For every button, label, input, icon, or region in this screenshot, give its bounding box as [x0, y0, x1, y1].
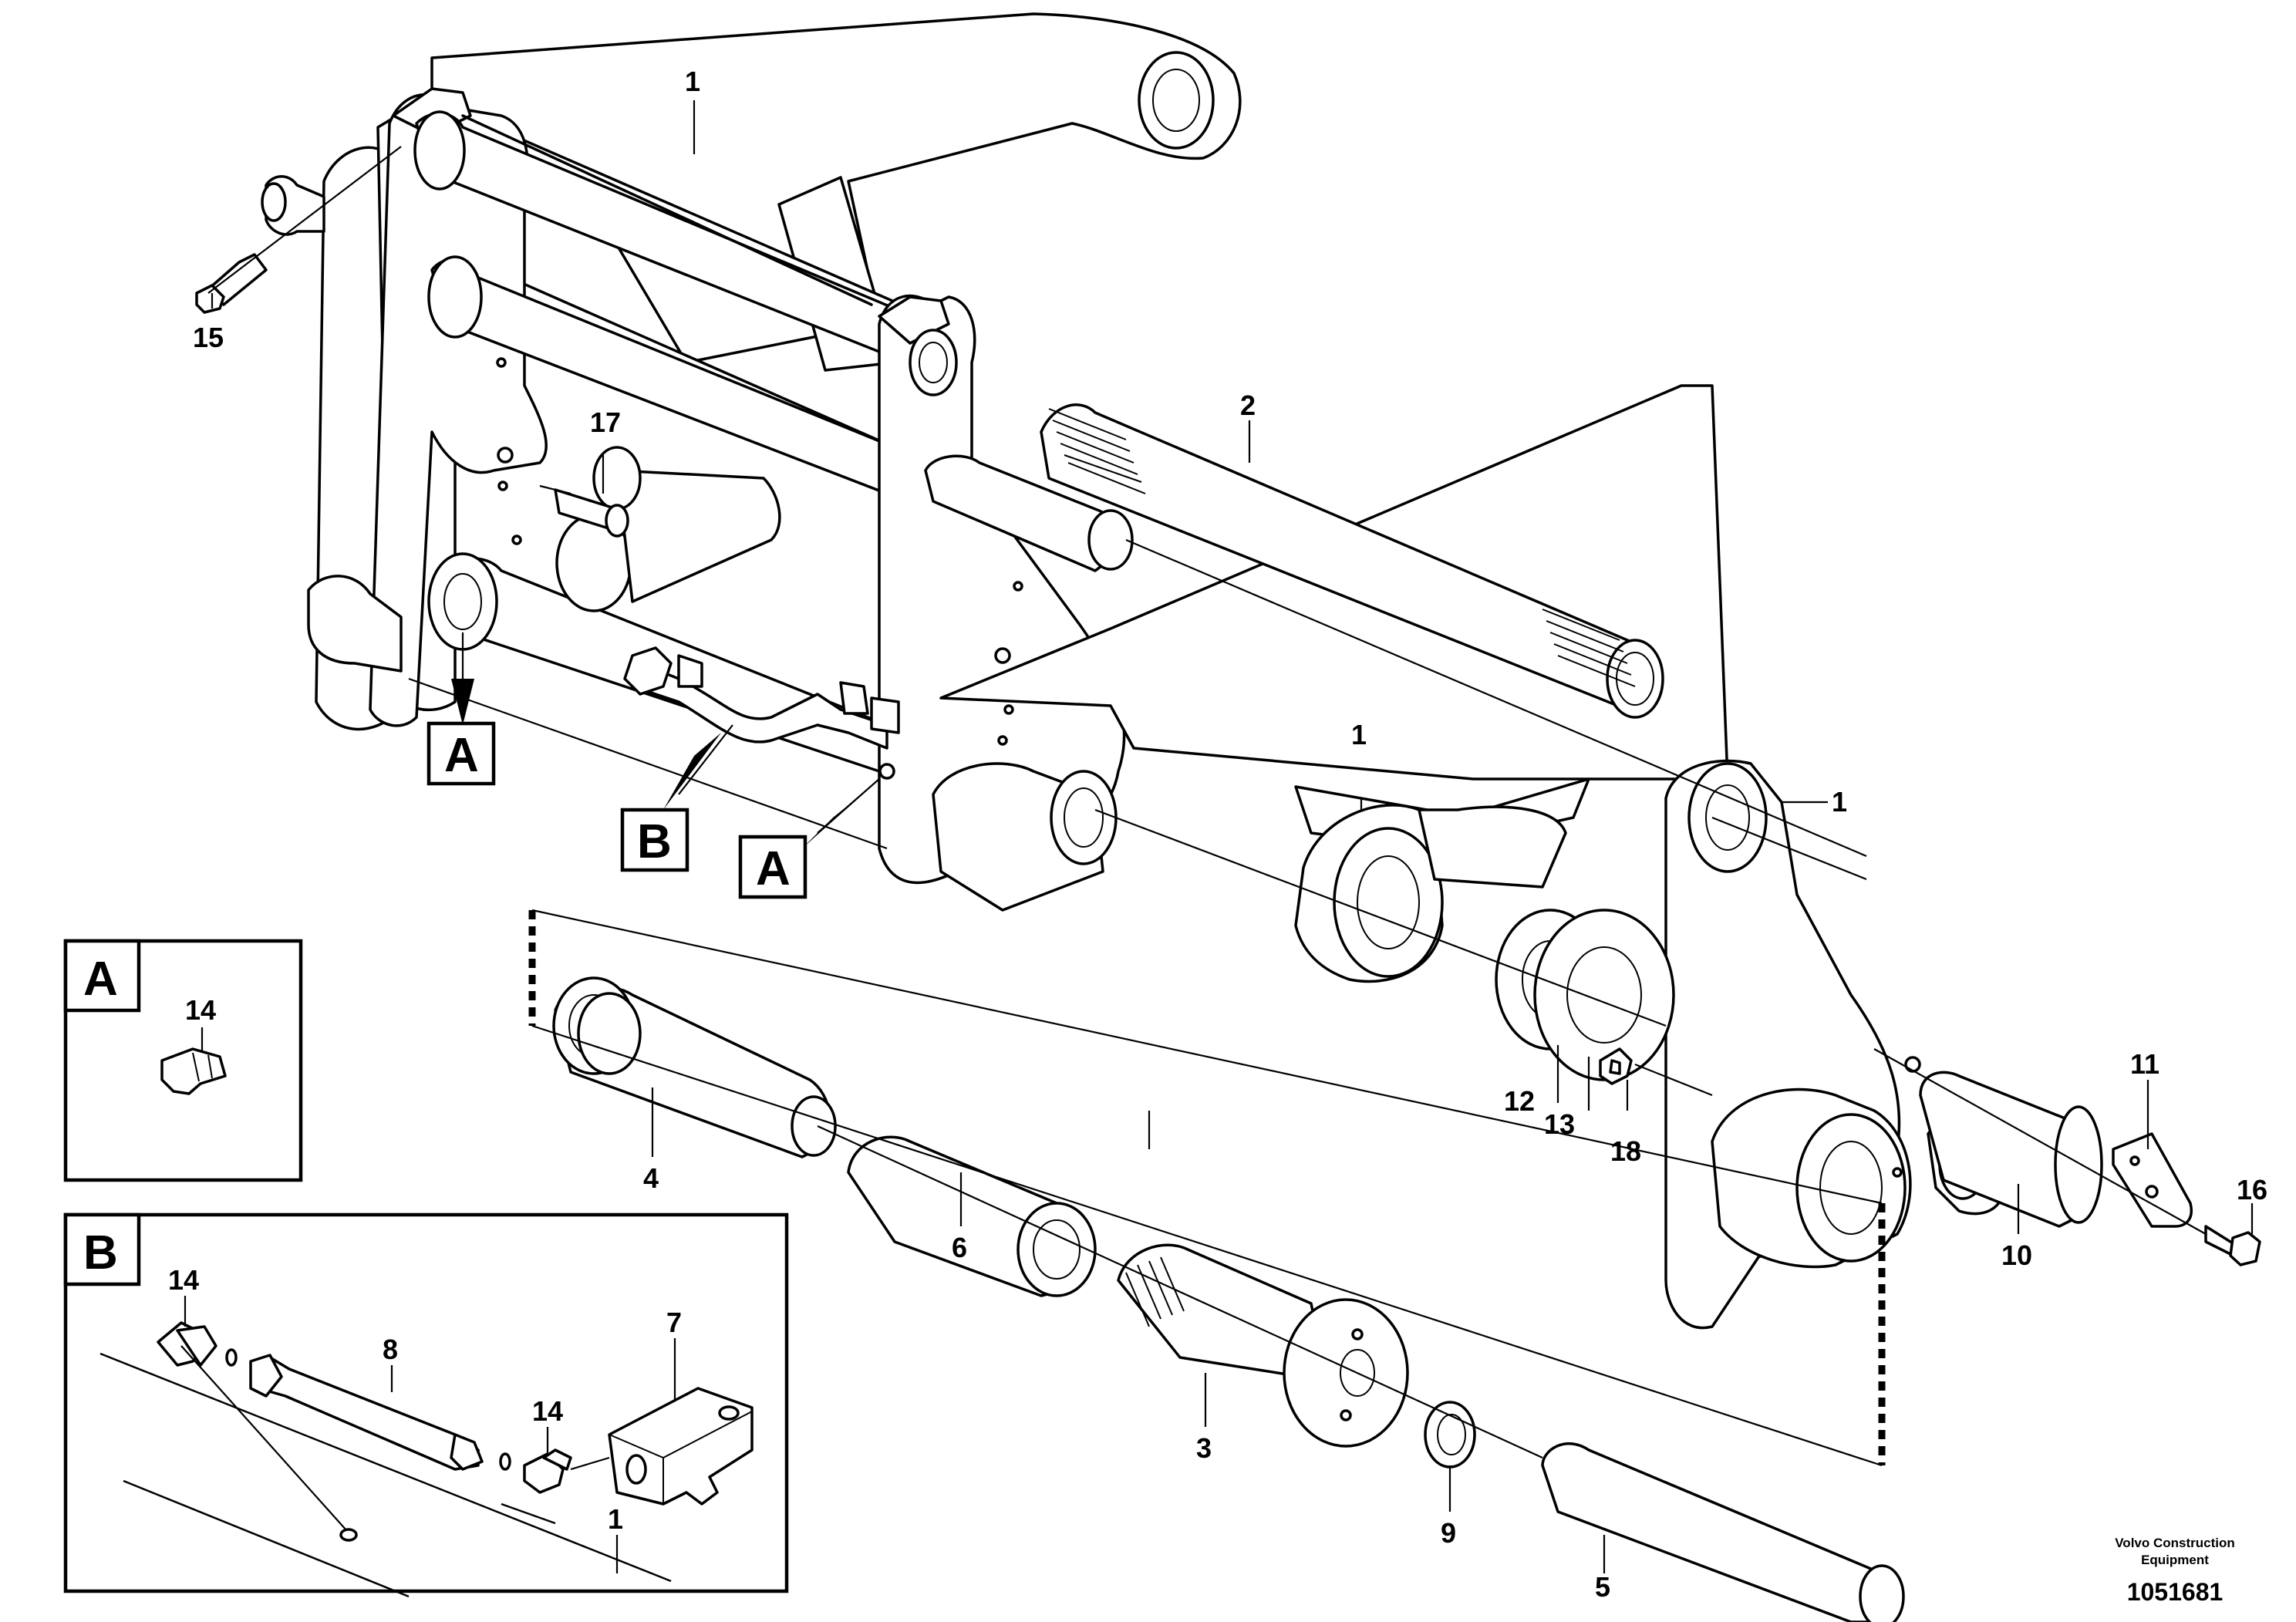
callout-17: 17 [590, 406, 621, 438]
callouts: 1 2 1 1 15 17 12 13 18 11 16 10 4 6 3 9 … [193, 66, 2267, 1603]
callout-13: 13 [1544, 1108, 1575, 1140]
ref-a-left: A [444, 729, 479, 782]
callout-1-top: 1 [685, 66, 700, 97]
ref-a-right: A [756, 842, 791, 895]
part-11-lock-plate [2112, 1132, 2193, 1228]
part-5-pin [1541, 1442, 1905, 1622]
detail-b-callout-8: 8 [383, 1334, 398, 1365]
detail-b-callout-1: 1 [608, 1503, 623, 1535]
frame-illustration [261, 12, 2007, 1330]
callout-10: 10 [2001, 1239, 2032, 1271]
reference-boxes: A B A [426, 721, 807, 899]
detail-a-callout-14: 14 [185, 994, 216, 1026]
callout-11: 11 [2130, 1048, 2159, 1080]
callout-9: 9 [1441, 1517, 1456, 1549]
callout-12: 12 [1504, 1085, 1535, 1117]
callout-4: 4 [643, 1162, 659, 1194]
callout-15: 15 [193, 322, 224, 353]
callout-2: 2 [1240, 389, 1256, 421]
part-3-pin [1117, 1243, 1409, 1448]
assembly-lines [207, 146, 2207, 1467]
part-16-bolt [2204, 1225, 2261, 1266]
detail-b-callout-7: 7 [666, 1307, 682, 1338]
callout-1-right: 1 [1832, 786, 1847, 818]
part-12-13-washers [1495, 909, 1675, 1081]
part-2-shaft [1040, 403, 1664, 719]
callout-18: 18 [1610, 1135, 1641, 1167]
leader-lines [211, 100, 2254, 1573]
part-9-seal [1424, 1401, 1476, 1469]
figure-caption: Volvo Construction Equipment 1051681 [2115, 1536, 2235, 1606]
callout-16: 16 [2237, 1174, 2267, 1206]
caption-line-1: Volvo Construction [2115, 1536, 2235, 1550]
detail-a-label: A [83, 953, 118, 1006]
part-4-pin [552, 976, 837, 1158]
part-18-grease-nipple [1599, 1047, 1633, 1085]
part-6-bushing [847, 1135, 1097, 1297]
part-17-dowel [554, 488, 629, 538]
ref-b: B [637, 815, 672, 868]
detail-a: A 14 [63, 939, 303, 1182]
part-15-bolt [195, 253, 268, 314]
detail-b-callout-14-left: 14 [168, 1264, 199, 1296]
callout-1-middle: 1 [1351, 719, 1367, 750]
callout-3: 3 [1196, 1432, 1212, 1464]
detail-b: B 14 8 7 14 1 [63, 1212, 789, 1598]
figure-number: 1051681 [2127, 1578, 2224, 1606]
loose-parts [195, 253, 2261, 1622]
caption-line-2: Equipment [2141, 1553, 2209, 1567]
part-10-bushing [1919, 1071, 2103, 1228]
callout-5: 5 [1595, 1571, 1610, 1603]
detail-b-label: B [83, 1226, 118, 1280]
callout-6: 6 [952, 1232, 967, 1263]
detail-b-callout-14-right: 14 [532, 1395, 563, 1427]
